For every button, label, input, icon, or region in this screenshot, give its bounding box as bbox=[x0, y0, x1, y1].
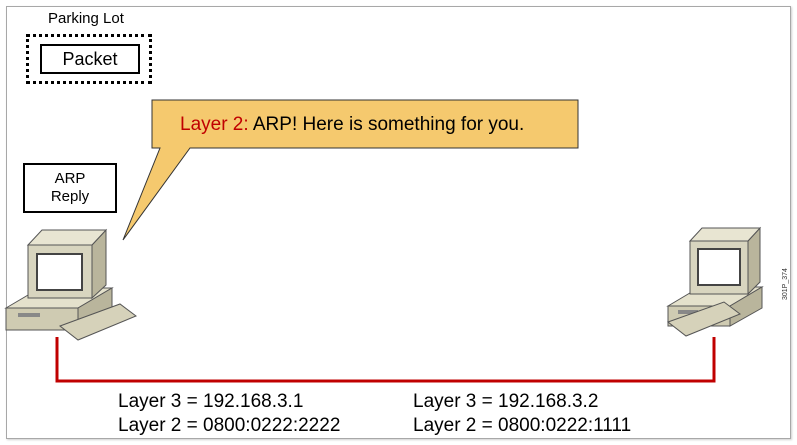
parking-lot-label: Parking Lot bbox=[48, 10, 124, 27]
right-computer-icon bbox=[666, 226, 764, 337]
callout-text: Layer 2: ARP! Here is something for you. bbox=[180, 114, 524, 136]
right-host-layer3: Layer 3 = 192.168.3.2 bbox=[413, 391, 599, 412]
parking-lot-box bbox=[26, 34, 152, 84]
callout-message: ARP! Here is something for you. bbox=[248, 114, 525, 135]
packet-box: Packet bbox=[40, 44, 140, 74]
figure-code: 301P_374 bbox=[782, 268, 789, 300]
speech-bubble bbox=[122, 99, 579, 241]
arp-reply-line1: ARP bbox=[54, 170, 86, 187]
left-host-layer3: Layer 3 = 192.168.3.1 bbox=[118, 391, 304, 412]
right-host-addresses: Layer 3 = 192.168.3.2 Layer 2 = 0800:022… bbox=[413, 390, 631, 438]
arp-reply-box: ARP Reply bbox=[23, 163, 117, 213]
network-link bbox=[55, 337, 716, 383]
left-computer-icon bbox=[4, 228, 138, 341]
callout-prefix: Layer 2: bbox=[180, 114, 249, 135]
arp-reply-line2: Reply bbox=[50, 188, 90, 205]
diagram-frame bbox=[6, 6, 791, 439]
right-host-layer2: Layer 2 = 0800:0222:1111 bbox=[413, 415, 632, 436]
left-host-layer2: Layer 2 = 0800:0222:2222 bbox=[118, 415, 341, 436]
left-host-addresses: Layer 3 = 192.168.3.1 Layer 2 = 0800:022… bbox=[118, 390, 340, 438]
